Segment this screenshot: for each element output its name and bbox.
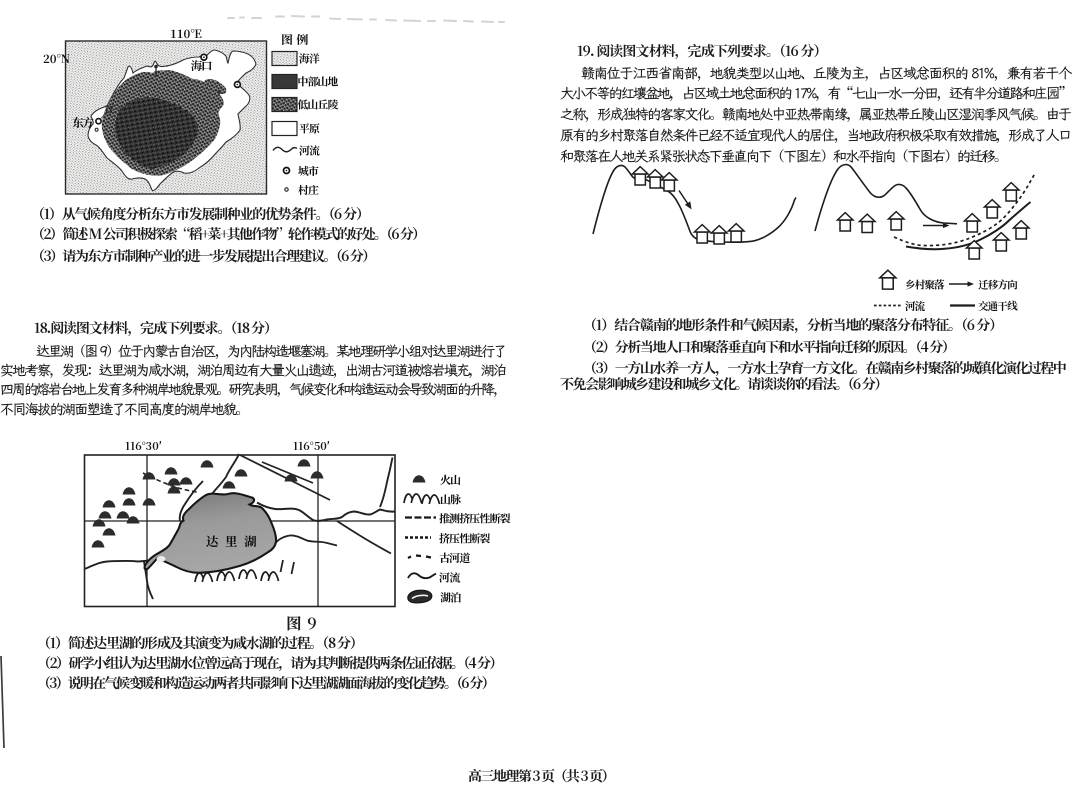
svg-text:平原: 平原 — [299, 122, 320, 137]
svg-text:110°E: 110°E — [170, 26, 202, 42]
svg-text:中部山地: 中部山地 — [298, 75, 340, 90]
svg-text:海口: 海口 — [191, 58, 212, 74]
svg-text:古河道: 古河道 — [439, 550, 470, 566]
svg-text:乡村聚落: 乡村聚落 — [905, 278, 945, 293]
svg-text:火山: 火山 — [440, 472, 460, 488]
svg-text:湖泊: 湖泊 — [439, 590, 461, 606]
svg-text:挤压性断裂: 挤压性断裂 — [439, 531, 490, 547]
svg-text:河流: 河流 — [298, 144, 320, 159]
svg-text:低山丘陵: 低山丘陵 — [298, 98, 339, 113]
svg-text:河流: 河流 — [438, 570, 460, 586]
svg-text:城市: 城市 — [297, 164, 319, 179]
svg-text:河流: 河流 — [904, 299, 925, 314]
svg-text:推测挤压性断裂: 推测挤压性断裂 — [439, 511, 511, 527]
svg-text:山脉: 山脉 — [440, 492, 461, 508]
svg-text:图例: 图例 — [281, 31, 312, 48]
svg-text:迁移方向: 迁移方向 — [978, 278, 1018, 293]
svg-text:交通干线: 交通干线 — [978, 299, 1018, 314]
svg-text:江: 江 — [104, 102, 115, 116]
svg-text:海洋: 海洋 — [299, 52, 321, 67]
svg-text:村庄: 村庄 — [298, 183, 319, 198]
svg-text:东方: 东方 — [72, 115, 94, 131]
svg-text:116°30′: 116°30′ — [125, 438, 162, 454]
svg-text:达里湖: 达里湖 — [206, 532, 263, 550]
svg-text:116°50′: 116°50′ — [293, 438, 330, 454]
svg-text:20°N: 20°N — [43, 51, 71, 67]
